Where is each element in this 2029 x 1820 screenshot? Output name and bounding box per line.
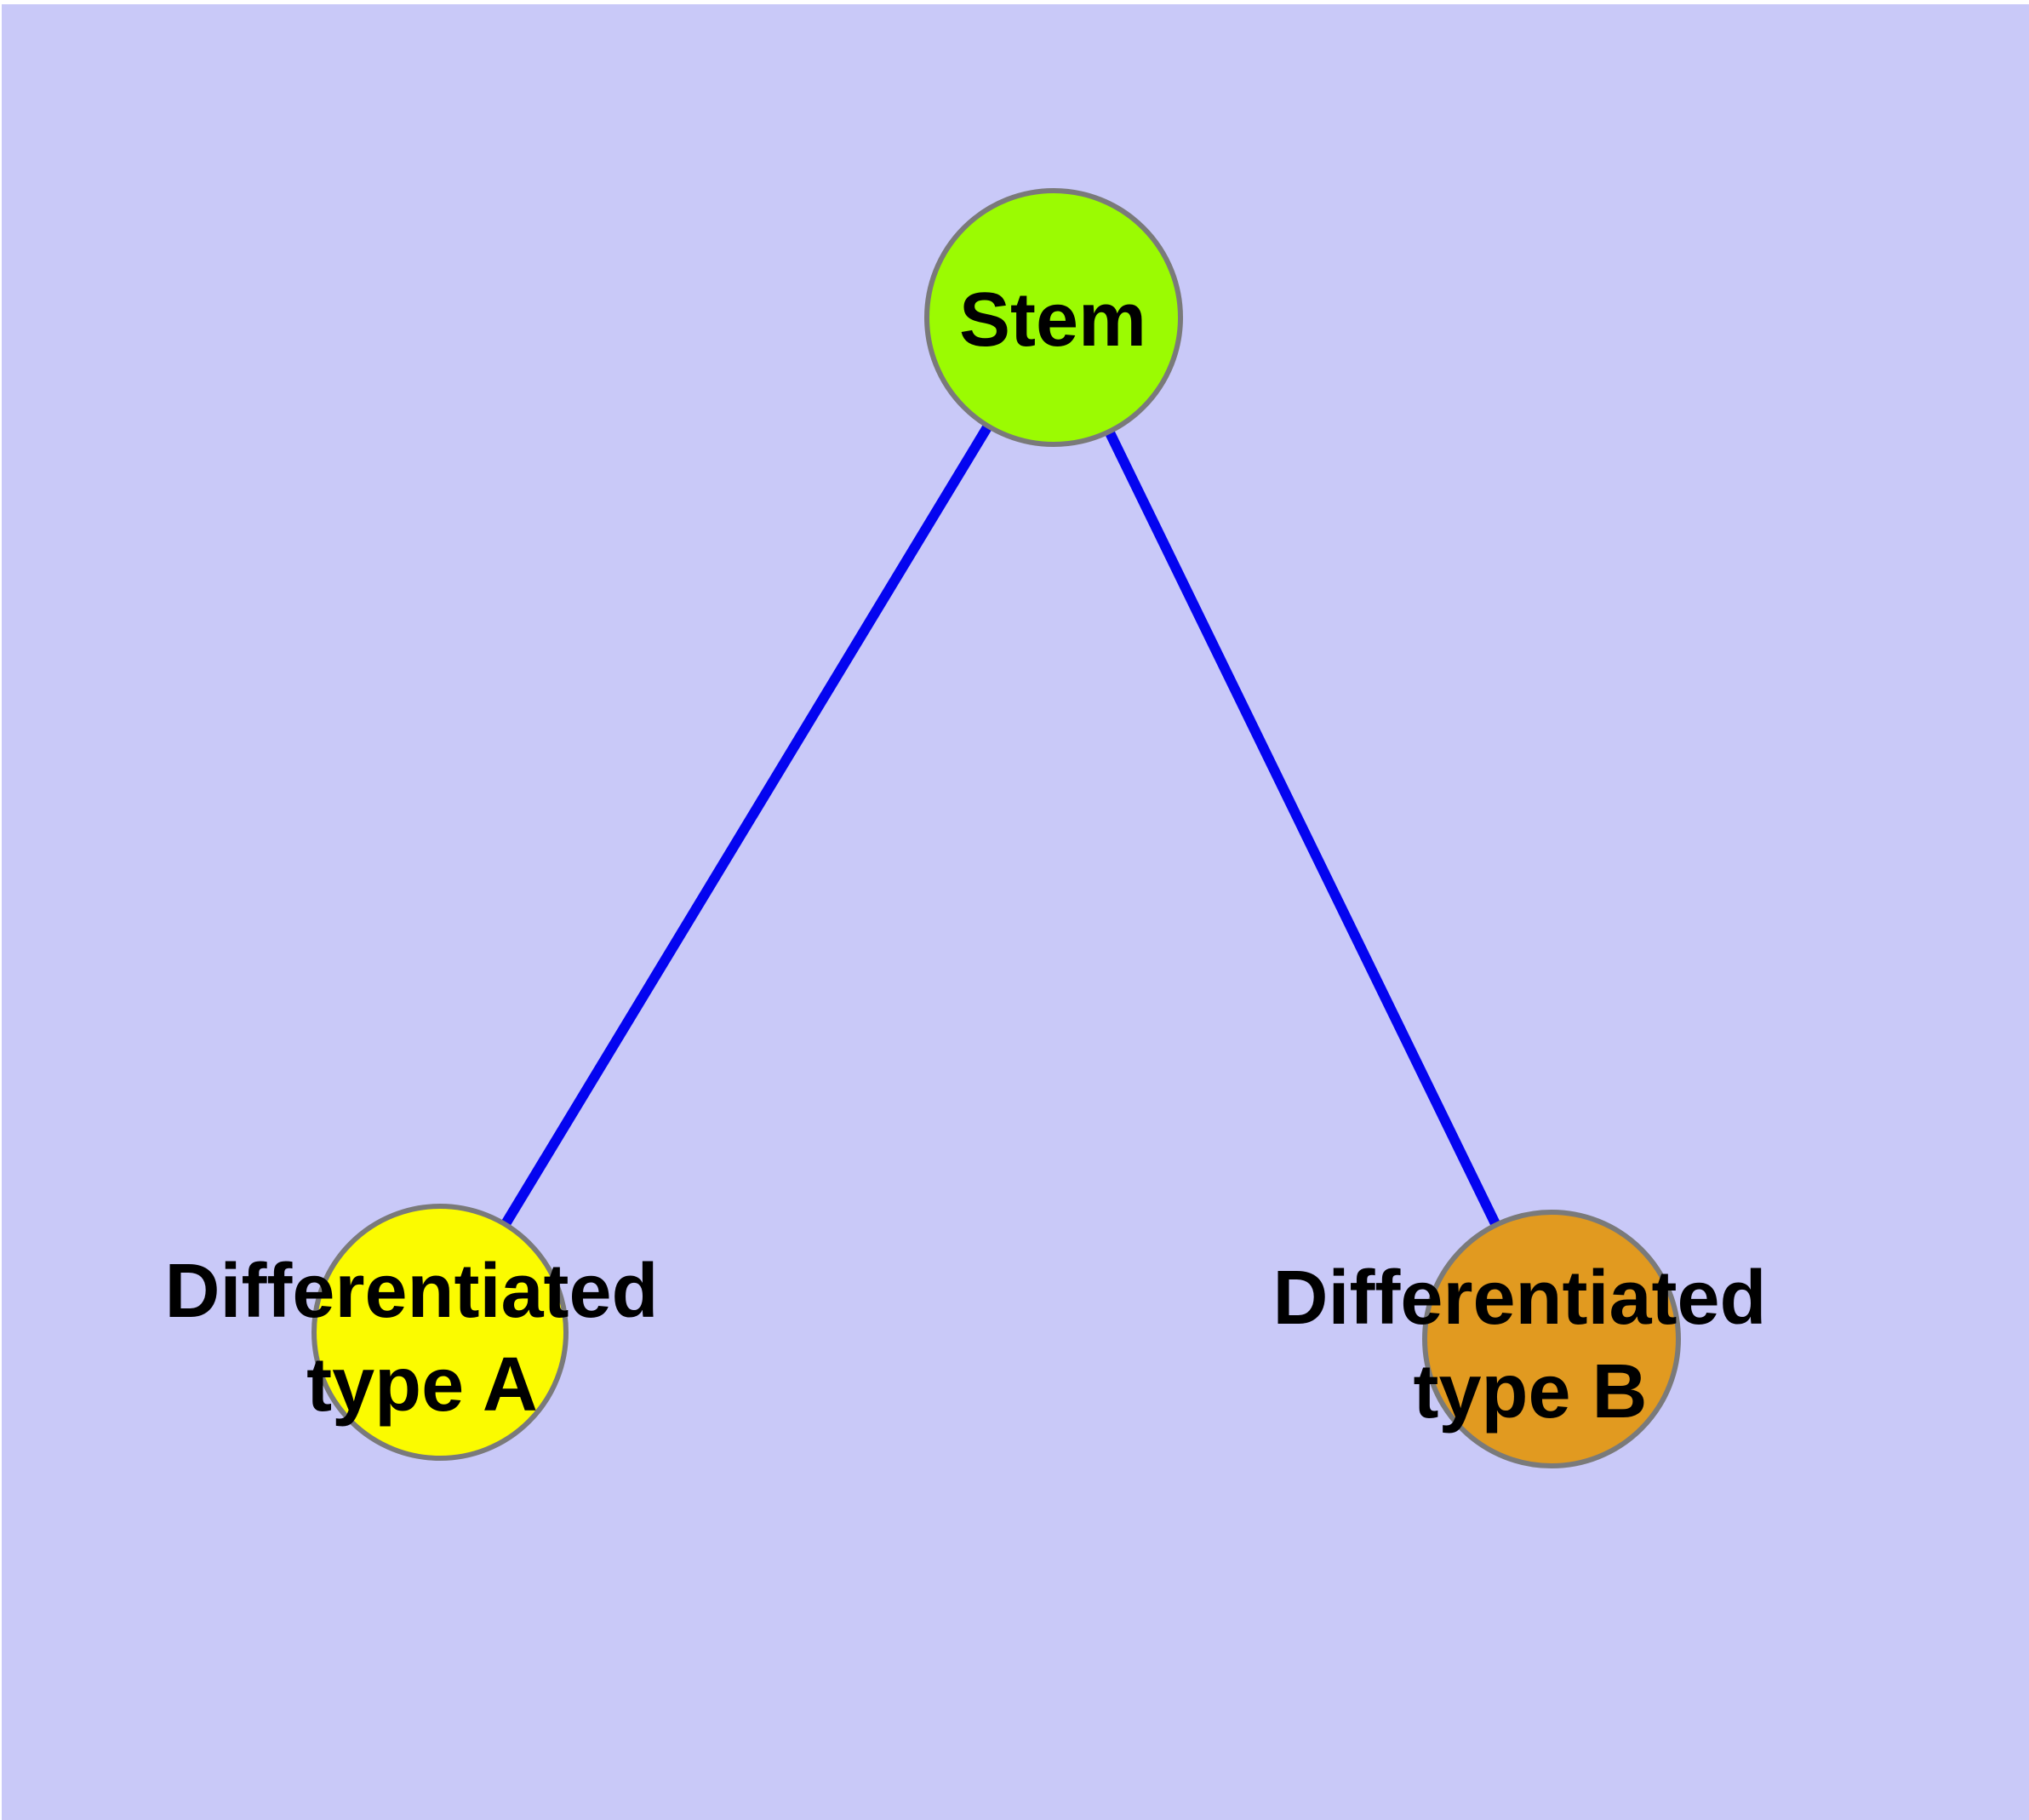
node-type-b (1422, 1210, 1681, 1468)
edge-stem-to-type-a (435, 314, 1059, 1336)
node-type-b-label-line2: type B (1413, 1349, 1647, 1434)
node-stem (924, 188, 1183, 447)
node-type-a-label-line1: Differentiated (164, 1249, 658, 1334)
node-type-b-label-line1: Differentiated (1272, 1256, 1766, 1341)
node-stem-label: Stem (959, 278, 1146, 363)
node-type-b-label: Differentiated type B (1272, 1256, 1787, 1434)
node-type-a-label-line2: type A (306, 1342, 538, 1428)
edge-stem-to-type-b (1049, 315, 1557, 1342)
node-type-a (311, 1204, 569, 1461)
node-type-a-label: Differentiated type A (164, 1249, 679, 1428)
